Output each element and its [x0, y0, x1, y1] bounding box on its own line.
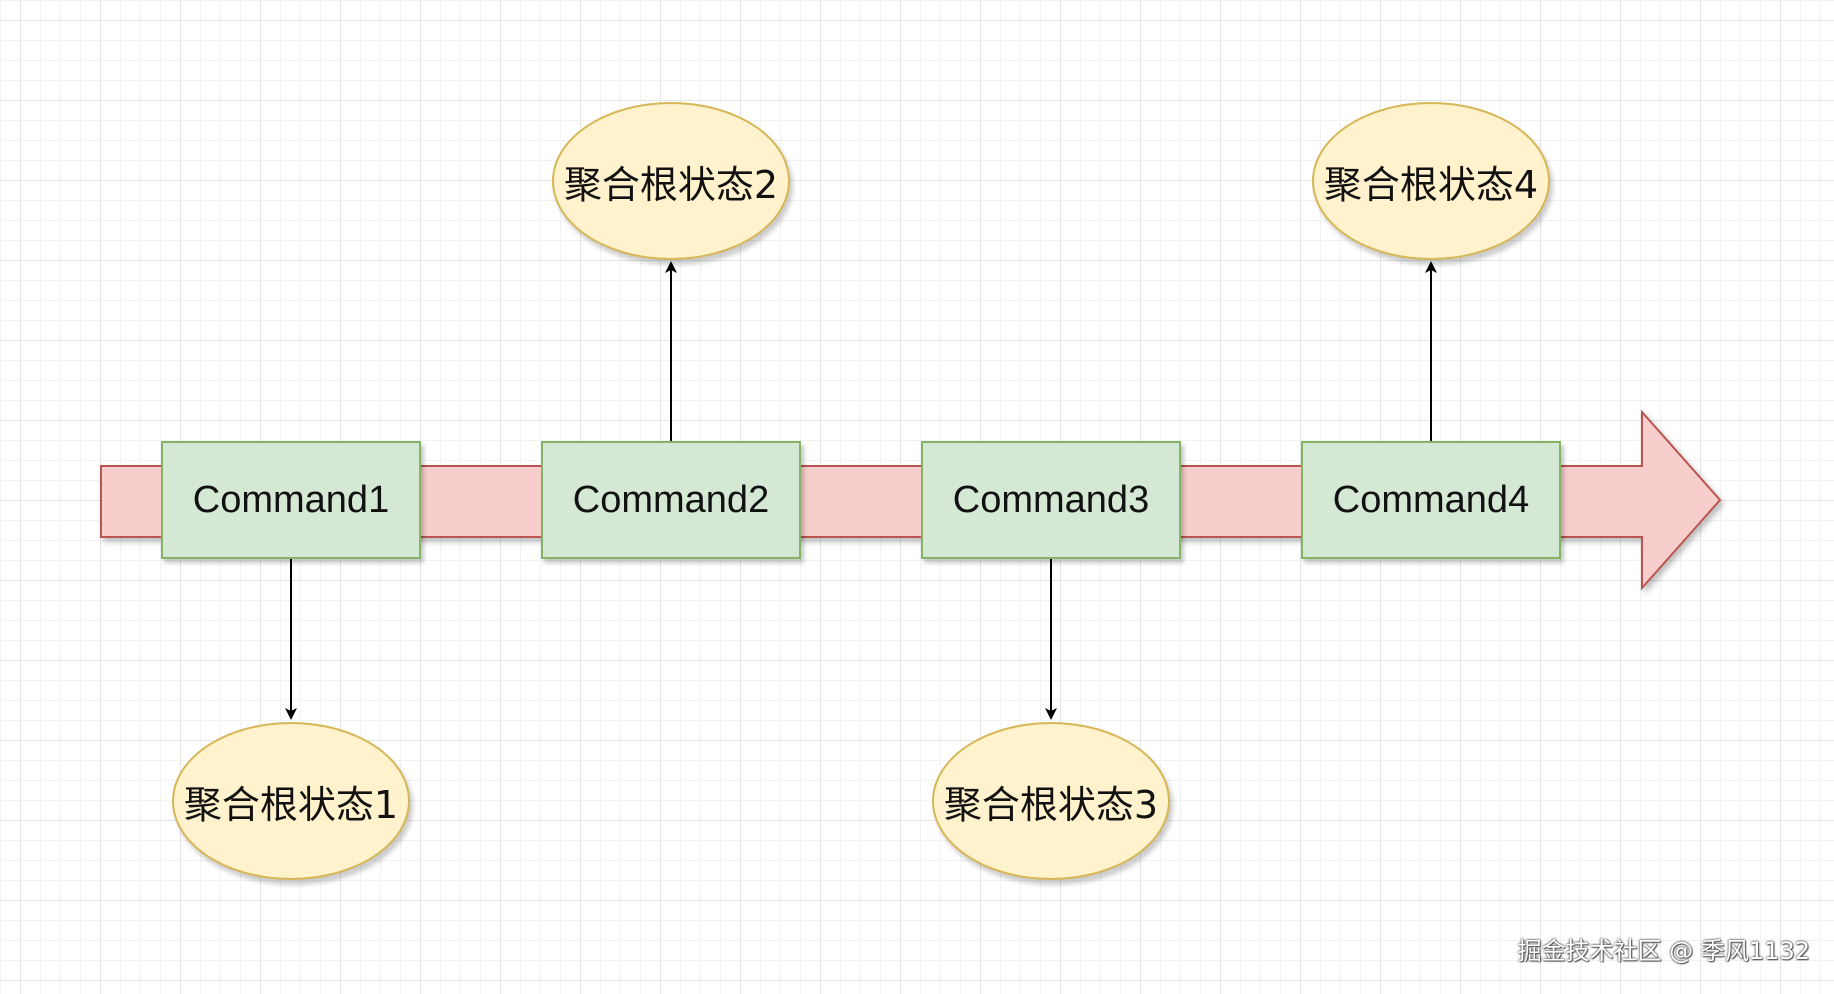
command-2-box[interactable]: Command2 [541, 441, 801, 559]
state-2-label: 聚合根状态2 [563, 162, 779, 207]
watermark: 掘金技术社区 @ 季风1132 [1517, 937, 1810, 965]
state-3-ellipse[interactable]: 聚合根状态3 [932, 722, 1170, 880]
state-1-label: 聚合根状态1 [183, 782, 399, 827]
state-4-ellipse[interactable]: 聚合根状态4 [1312, 102, 1550, 260]
state-1-ellipse[interactable]: 聚合根状态1 [172, 722, 410, 880]
command-4-box[interactable]: Command4 [1301, 441, 1561, 559]
state-4-label: 聚合根状态4 [1323, 162, 1539, 207]
command-4-label: Command4 [1332, 478, 1530, 521]
command-2-label: Command2 [572, 478, 770, 521]
command-1-box[interactable]: Command1 [161, 441, 421, 559]
command-3-box[interactable]: Command3 [921, 441, 1181, 559]
command-3-label: Command3 [952, 478, 1150, 521]
state-2-ellipse[interactable]: 聚合根状态2 [552, 102, 790, 260]
command-1-label: Command1 [192, 478, 390, 521]
state-3-label: 聚合根状态3 [943, 782, 1159, 827]
